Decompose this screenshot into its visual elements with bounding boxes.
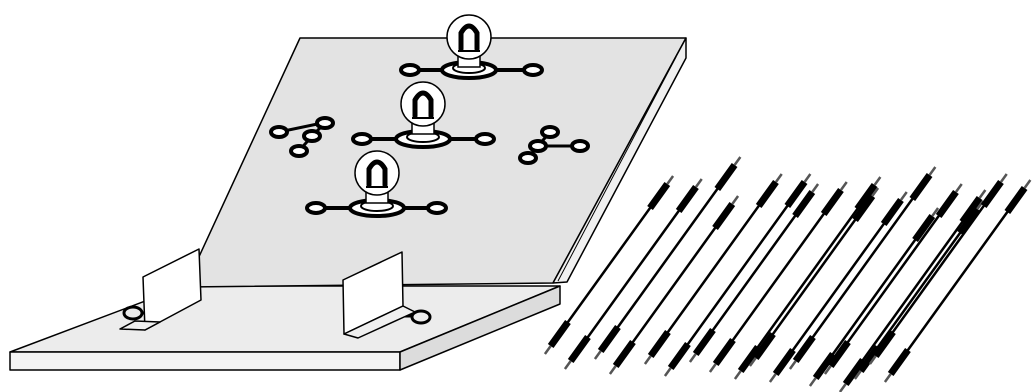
jumper-wire — [563, 178, 703, 370]
base-plate-top — [9, 285, 561, 353]
terminal-icon — [474, 132, 496, 146]
board-right-edge — [552, 37, 687, 284]
connector-node-right — [518, 125, 590, 165]
terminal-icon — [426, 201, 448, 215]
jumper-wire — [688, 183, 820, 363]
jumper-wire — [748, 187, 880, 367]
jumper-wire — [608, 195, 740, 375]
jumper-wire — [663, 173, 812, 377]
base-plate-side — [399, 285, 561, 371]
jumper-wire — [838, 189, 987, 392]
jumper-wire — [788, 166, 937, 370]
bulb-group — [305, 14, 544, 218]
light-bulb-2 — [351, 81, 496, 149]
jumper-wire — [543, 175, 675, 355]
inclined-board — [184, 37, 687, 288]
jumper-wire — [808, 207, 940, 387]
jumper-wire — [883, 179, 1032, 383]
bulb-glass-icon — [446, 14, 492, 60]
terminal-icon — [522, 63, 544, 77]
bracket-left — [119, 248, 202, 331]
base-plate-front — [9, 351, 401, 371]
jumper-wire — [868, 173, 1008, 365]
jumper-wire — [768, 191, 908, 383]
jumper-wire — [708, 181, 848, 373]
jumper-wire — [643, 173, 783, 365]
jumper-wire — [593, 156, 742, 360]
terminal-icon — [351, 132, 373, 146]
terminal-icon — [305, 201, 327, 215]
bulb-glass-icon — [354, 150, 400, 196]
bracket-right — [342, 251, 416, 339]
base-plate — [9, 285, 561, 371]
bulb-glass-icon — [400, 81, 446, 127]
board-top-surface — [184, 37, 687, 288]
terminal-icon — [399, 63, 421, 77]
light-bulb-1 — [399, 14, 544, 80]
jumper-wire-bundle — [543, 156, 1032, 392]
light-bulb-3 — [305, 150, 448, 218]
jumper-wire — [823, 183, 963, 375]
jumper-wire — [733, 176, 882, 380]
connector-node-left — [269, 116, 335, 158]
